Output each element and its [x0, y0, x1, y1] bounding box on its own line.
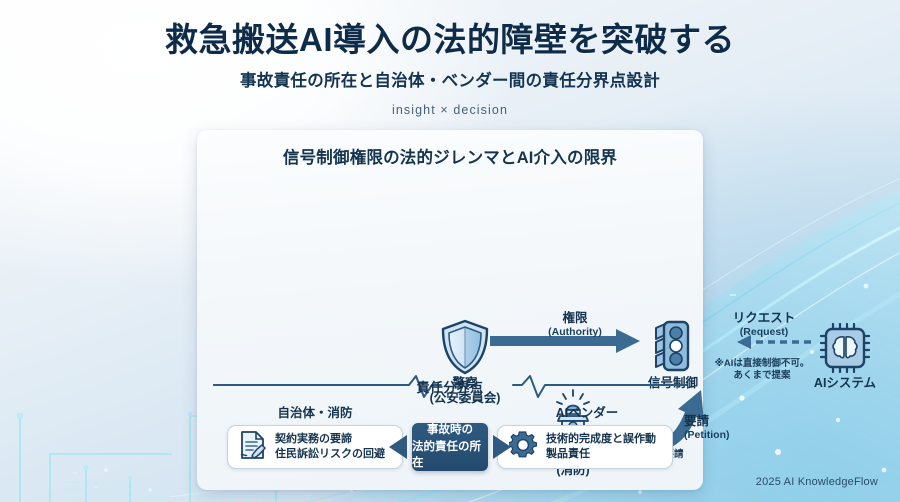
responsibility-municipality-line1: 契約実務の要諦	[275, 433, 352, 446]
central-liability-chip: 事故時の 法的責任の所在	[412, 423, 488, 471]
central-liability-line1: 事故時の	[427, 424, 473, 436]
footer-credit: 2025 AI KnowledgeFlow	[755, 476, 878, 488]
flow-label-request-jp: リクエスト	[732, 311, 796, 325]
node-ai-label: AIシステム	[795, 376, 895, 391]
node-signal-control: 信号制御	[629, 314, 717, 391]
flow-label-petition: 要請 (Petition)	[684, 414, 774, 442]
flow-label-request-en: (Request)	[739, 326, 789, 338]
responsibility-card-municipality-text: 契約実務の要諦 住民訴訟リスクの回避	[275, 432, 385, 462]
flow-label-petition-jp: 要請	[684, 414, 710, 428]
diagram-card: 信号制御権限の法的ジレンマとAI介入の限界 警察	[197, 130, 876, 490]
responsibility-divider	[213, 375, 687, 398]
responsibility-municipality-line2: 住民訴訟リスクの回避	[275, 448, 385, 460]
traffic-light-icon	[629, 314, 717, 376]
arrow-request-dashed	[737, 335, 811, 349]
node-police-label-line2: (公安委員会)	[429, 391, 501, 406]
page-title: 救急搬送AI導入の法的障壁を突破する	[165, 21, 735, 58]
brand-tagline: insight × decision	[391, 103, 509, 118]
responsibility-vendor-line2: 製品責任	[546, 448, 590, 460]
flow-label-authority-en: (Authority)	[548, 326, 602, 338]
arrow-petition-curved	[609, 390, 704, 454]
responsibility-card-vendor-text: 技術的完成度と誤作動 製品責任	[546, 432, 656, 462]
slide-header: 救急搬送AI導入の法的障壁を突破する 事故責任の所在と自治体・ベンダー間の責任分…	[0, 21, 900, 118]
flow-label-request: リクエスト (Request)	[709, 311, 819, 339]
column-heading-municipality: 自治体・消防	[277, 406, 353, 420]
node-ai-label-line1: AIシステム	[813, 376, 877, 390]
page-subtitle: 事故責任の所在と自治体・ベンダー間の責任分界点設計	[240, 72, 660, 91]
central-liability-line2: 法的責任の所在	[412, 440, 481, 470]
node-police-label-line1: 警察	[452, 376, 478, 390]
node-signal-label: 信号制御	[629, 376, 717, 391]
arrow-authority	[490, 329, 640, 353]
flow-label-authority: 権限 (Authority)	[515, 311, 635, 339]
node-signal-label-line1: 信号制御	[647, 376, 698, 390]
ai-limitation-note-line1: ※AIは直接制御不可。	[714, 358, 810, 369]
ai-chip-icon	[795, 314, 895, 376]
card-title: 信号制御権限の法的ジレンマとAI介入の限界	[282, 149, 618, 167]
column-heading-vendor: AIベンダー	[555, 406, 619, 420]
ai-limitation-note-line2: あくまで提案	[733, 370, 791, 382]
gear-icon	[507, 430, 538, 464]
node-police: 警察 (公安委員会)	[421, 314, 509, 407]
contract-document-icon	[239, 430, 266, 465]
flow-label-authority-jp: 権限	[562, 311, 588, 325]
flow-label-petition-en: (Petition)	[684, 429, 730, 441]
node-ai-system: AIシステム	[795, 314, 895, 391]
arrow-to-municipality	[389, 435, 407, 459]
responsibility-card-vendor: 技術的完成度と誤作動 製品責任	[497, 425, 673, 469]
responsibility-vendor-line1: 技術的完成度と誤作動	[546, 433, 656, 446]
shield-icon	[421, 314, 509, 376]
divider-label: 責任分界点	[416, 380, 484, 395]
arrow-to-vendor	[493, 435, 511, 459]
node-police-label: 警察 (公安委員会)	[421, 376, 509, 407]
responsibility-card-municipality: 契約実務の要諦 住民訴訟リスクの回避	[227, 425, 403, 469]
ai-limitation-note: ※AIは直接制御不可。 あくまで提案	[697, 358, 827, 383]
